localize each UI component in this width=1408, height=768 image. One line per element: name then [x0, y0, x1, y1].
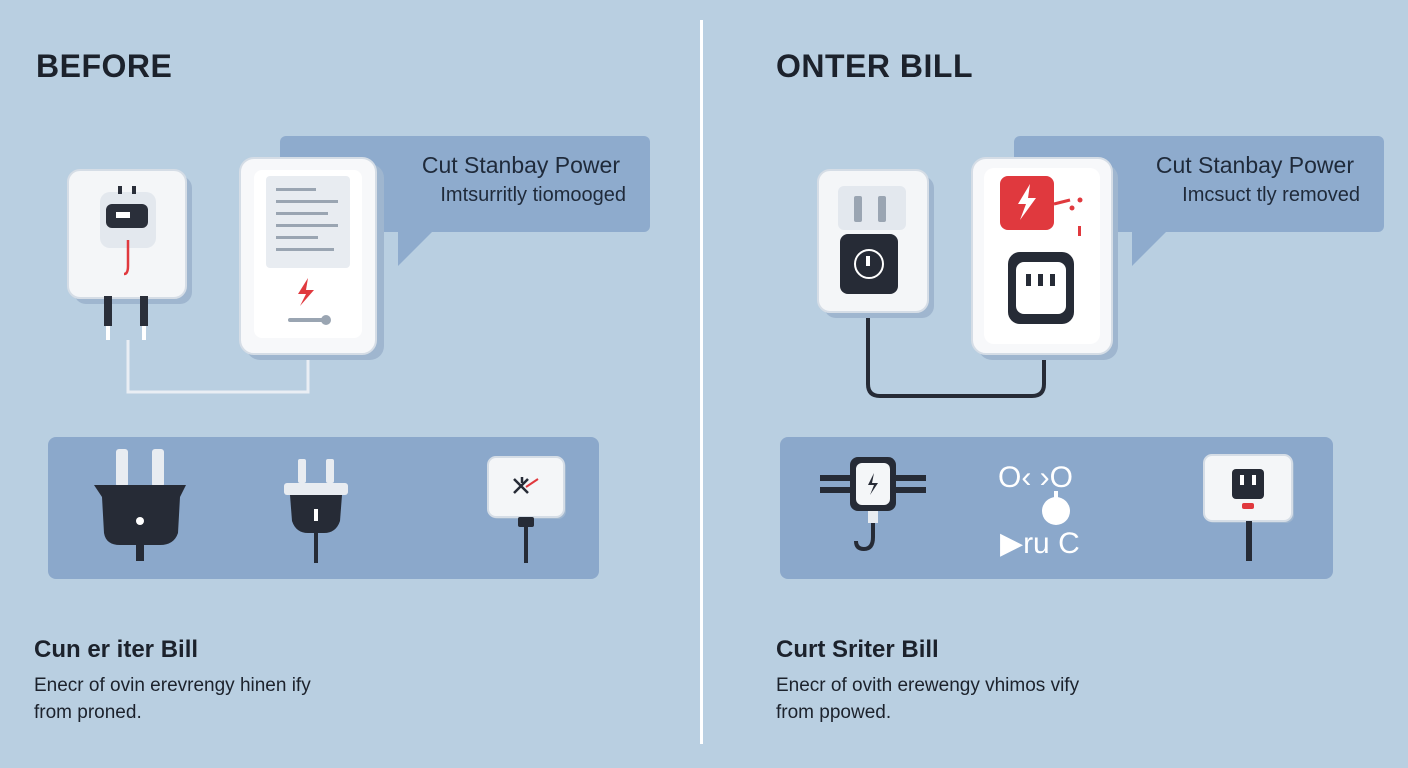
caption-line-2: from proned. — [34, 702, 142, 723]
power-strip-icon — [239, 157, 384, 360]
caption-line-1: Enecr of ovith erewengy vhimos vify — [776, 675, 1080, 696]
panel-divider — [700, 20, 703, 744]
before-illustration — [67, 157, 384, 394]
before-callout: Cut Stanbay Power Imtsurritly tiomooged — [280, 136, 650, 266]
callout-title: Cut Stanbay Power — [421, 152, 620, 178]
tray-icons — [94, 449, 566, 563]
timer-glyphs-top: O‹ ›O — [998, 461, 1073, 494]
timer-switch-icon: O‹ ›O ▶ru C — [998, 461, 1080, 560]
wall-outlet-icon — [284, 459, 348, 563]
before-heading: BEFORE — [36, 48, 173, 84]
after-illustration — [817, 157, 1118, 398]
wall-outlet-icon — [817, 169, 934, 318]
caption-line-1: Enecr of ovin erevrengy hinen ify — [34, 675, 311, 696]
before-caption: Cun er iter Bill Enecr of ovin erevrengy… — [34, 636, 634, 726]
callout-title: Cut Stanbay Power — [1155, 152, 1354, 178]
cable-line — [126, 340, 310, 394]
two-prong-plug-icon — [94, 449, 186, 561]
after-panel: ONTER BILL Cut Stanbay Power Imcsuct tly… — [708, 0, 1408, 768]
smart-plug-icon — [487, 456, 566, 563]
power-cable — [866, 300, 1046, 398]
smart-plug-icon — [820, 457, 926, 552]
callout-tail — [398, 230, 434, 266]
caption-title: Cun er iter Bill — [34, 636, 199, 663]
caption-line-2: from ppowed. — [776, 702, 892, 723]
callout-subtitle: Imcsuct tly removed — [1182, 184, 1360, 206]
caption-title: Curt Sriter Bill — [776, 636, 939, 663]
tray-icons: O‹ ›O ▶ru C — [820, 454, 1294, 561]
callout-tail — [1132, 230, 1168, 266]
outlet-icon — [1203, 454, 1294, 561]
callout-subtitle: Imtsurritly tiomooged — [440, 184, 626, 206]
plug-adapter-icon — [67, 169, 192, 340]
before-device-tray — [48, 437, 599, 579]
after-caption: Curt Sriter Bill Enecr of ovith erewengy… — [776, 636, 1376, 726]
bolt-icon — [298, 278, 314, 306]
smart-plug-icon — [971, 157, 1118, 360]
after-device-tray: O‹ ›O ▶ru C — [780, 437, 1333, 579]
bolt-icon — [1018, 184, 1036, 220]
before-panel: BEFORE Cut Stanbay Power Imtsurritly tio… — [0, 0, 700, 768]
timer-glyphs-bottom: ▶ru C — [1000, 527, 1080, 560]
after-heading: ONTER BILL — [776, 48, 973, 84]
